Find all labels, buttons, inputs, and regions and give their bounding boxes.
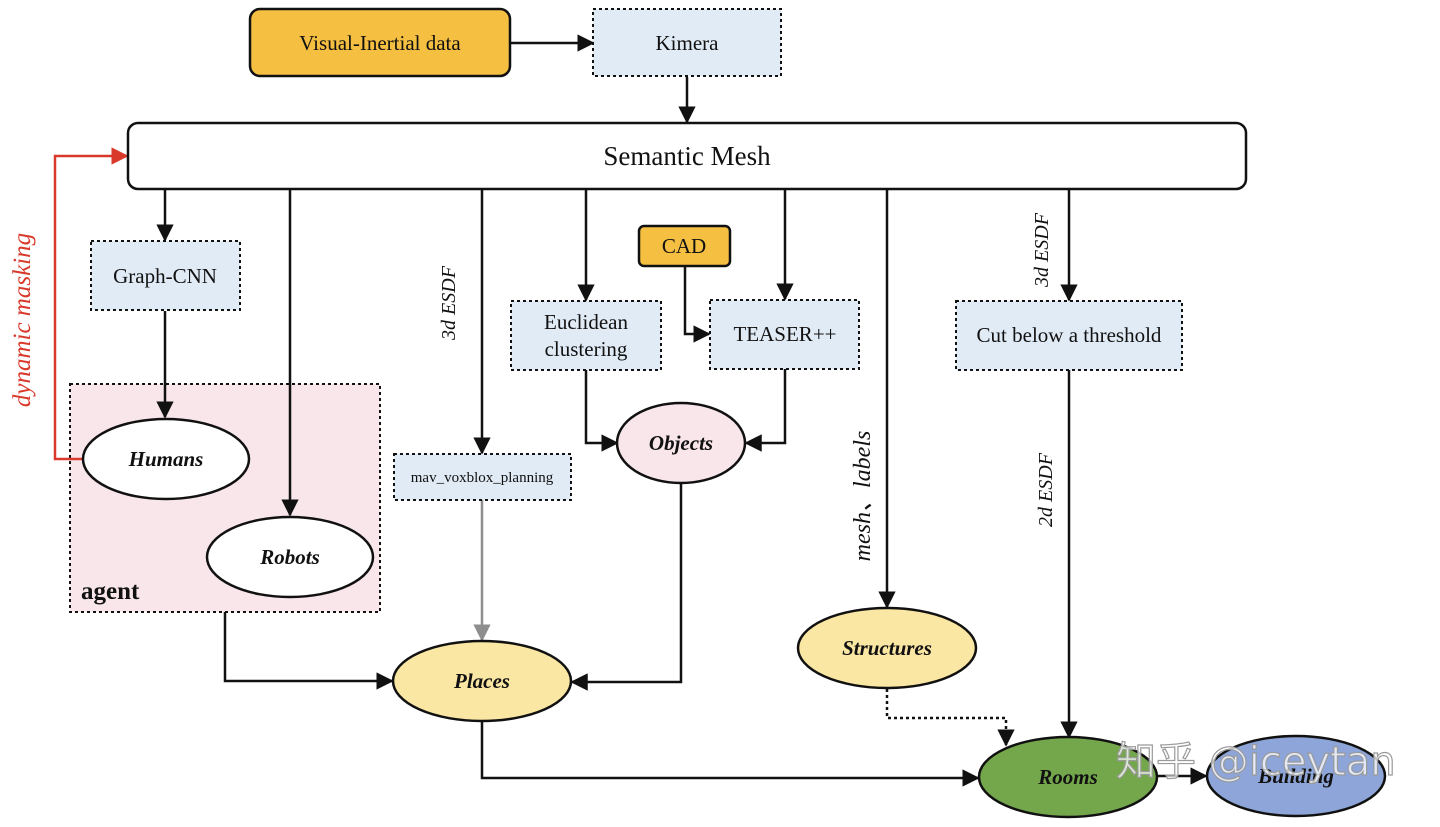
label-3d-esdf-left: 3d ESDF bbox=[438, 265, 460, 341]
edges bbox=[156, 34, 1208, 787]
node-robots: Robots bbox=[205, 515, 375, 599]
node-objects: Objects bbox=[615, 401, 747, 485]
svg-text:Graph-CNN: Graph-CNN bbox=[113, 264, 217, 288]
svg-text:mav_voxblox_planning: mav_voxblox_planning bbox=[411, 470, 554, 486]
node-rooms: Rooms bbox=[977, 735, 1159, 819]
edge-teaser-to-objects bbox=[744, 369, 787, 452]
node-semantic-mesh: Semantic Mesh bbox=[126, 121, 1248, 191]
edge-structures-to-rooms bbox=[885, 689, 1015, 747]
svg-text:Structures: Structures bbox=[842, 636, 932, 660]
edge-euclidean-to-objects bbox=[584, 370, 619, 452]
node-cad: CAD bbox=[637, 224, 732, 268]
svg-text:clustering: clustering bbox=[545, 337, 628, 361]
watermark: 知乎 @iceytan bbox=[1116, 739, 1396, 785]
node-mav-planning: mav_voxblox_planning bbox=[393, 453, 572, 501]
label-dynamic-masking: dynamic masking bbox=[9, 233, 36, 407]
node-places: Places bbox=[391, 639, 573, 723]
label-2d-esdf: 2d ESDF bbox=[1035, 452, 1057, 527]
edge-cad-to-teaser bbox=[683, 266, 711, 343]
svg-text:Kimera: Kimera bbox=[656, 31, 720, 55]
node-kimera: Kimera bbox=[592, 8, 782, 77]
node-euclidean-clustering: Euclidean clustering bbox=[510, 300, 662, 371]
svg-text:TEASER++: TEASER++ bbox=[733, 322, 836, 346]
svg-text:Euclidean: Euclidean bbox=[544, 310, 628, 334]
edge-places-to-rooms bbox=[480, 722, 980, 787]
node-building: Building bbox=[1205, 734, 1387, 818]
edge-agent-to-places bbox=[223, 612, 394, 690]
node-visual-inertial: Visual-Inertial data bbox=[248, 7, 512, 78]
svg-text:CAD: CAD bbox=[662, 234, 706, 258]
node-teaser: TEASER++ bbox=[709, 299, 860, 370]
svg-text:Humans: Humans bbox=[128, 447, 204, 471]
node-graph-cnn: Graph-CNN bbox=[90, 240, 241, 311]
node-humans: Humans bbox=[81, 417, 251, 501]
node-structures: Structures bbox=[796, 606, 978, 690]
node-cut-threshold: Cut below a threshold bbox=[955, 300, 1183, 371]
svg-text:Semantic Mesh: Semantic Mesh bbox=[603, 141, 771, 171]
agent-label: agent bbox=[81, 578, 140, 605]
svg-text:Cut below a threshold: Cut below a threshold bbox=[977, 323, 1162, 347]
svg-text:Objects: Objects bbox=[649, 431, 713, 455]
svg-text:Robots: Robots bbox=[259, 545, 320, 569]
svg-text:Places: Places bbox=[453, 669, 510, 693]
svg-text:Building: Building bbox=[1257, 764, 1334, 788]
edge-objects-to-places bbox=[570, 484, 683, 691]
label-mesh-labels: mesh、labels bbox=[850, 431, 876, 562]
edge-dynamic-masking bbox=[53, 147, 129, 461]
svg-text:Visual-Inertial data: Visual-Inertial data bbox=[299, 31, 461, 55]
label-3d-esdf-right: 3d ESDF bbox=[1031, 212, 1053, 288]
svg-text:Rooms: Rooms bbox=[1037, 765, 1098, 789]
